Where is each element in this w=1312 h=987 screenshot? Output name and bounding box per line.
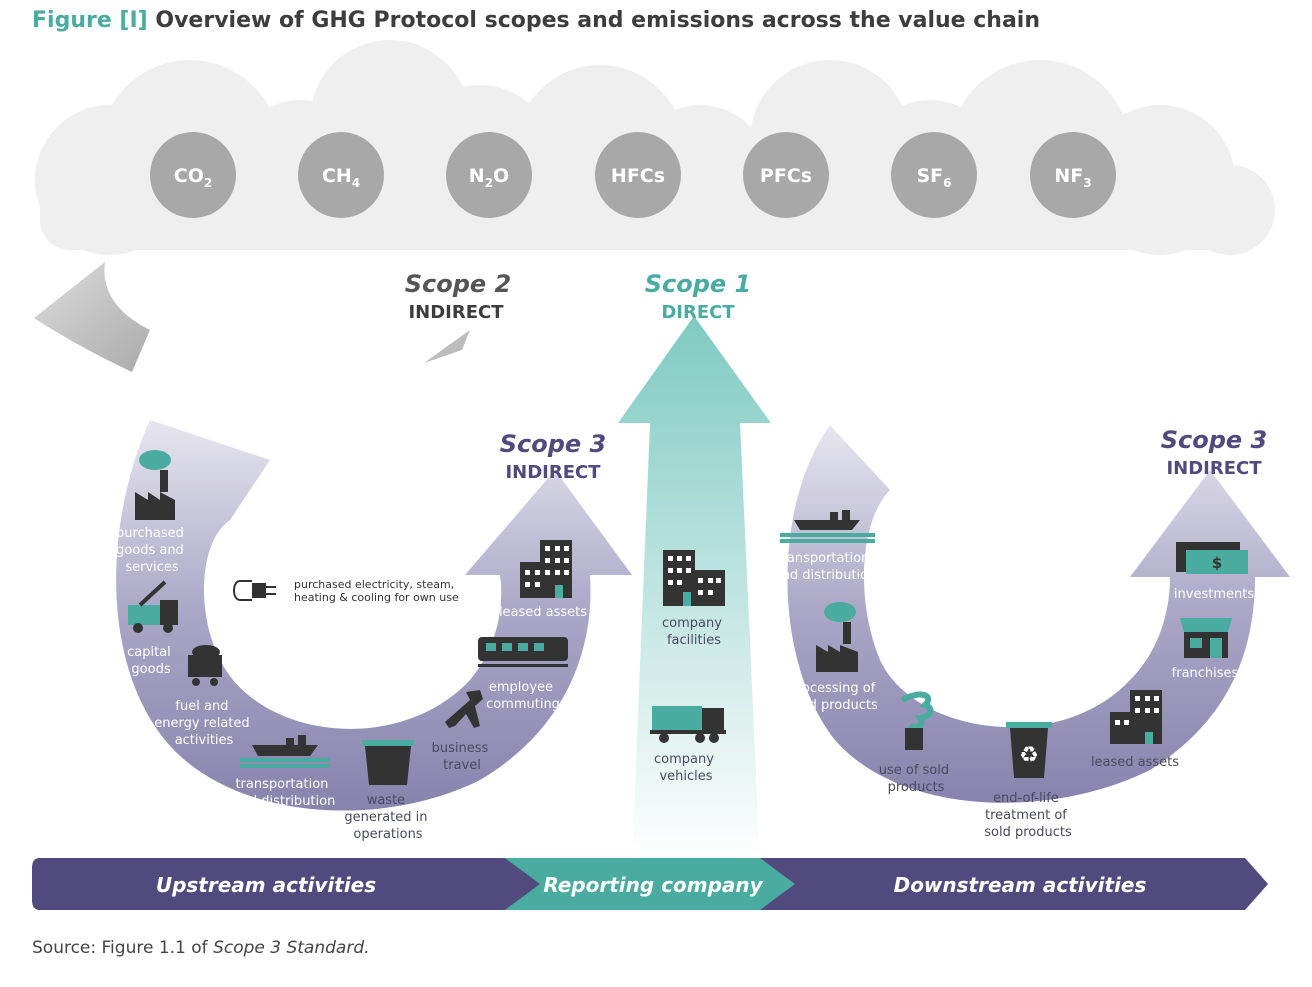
factory-icon: [135, 450, 175, 520]
reporting-company-band: [505, 858, 795, 910]
scope3-downstream-subtitle: INDIRECT: [1166, 458, 1262, 479]
plug-icon: [233, 580, 276, 601]
dollar-icon: $: [1212, 554, 1222, 572]
scope1-title: Scope 1: [645, 270, 752, 298]
source-title: Scope 3 Standard.: [213, 938, 370, 958]
gas-label-sf6: SF6: [916, 165, 951, 190]
recycle-bin-icon: ♻: [1006, 722, 1052, 778]
waste-label: waste generated in operations: [344, 793, 431, 842]
company-truck-icon: [650, 706, 726, 743]
gas-label-n2o: N2O: [469, 165, 509, 190]
upstream-loop: [116, 420, 632, 811]
scope3-downstream-label: Scope 3 INDIRECT: [1161, 426, 1268, 479]
use-of-sold-products-label: use of sold products: [879, 763, 954, 795]
crane-truck-icon: [128, 580, 178, 633]
gas-circles: CO2 CH4 N2O HFCs PFCs SF6 NF3: [150, 132, 1116, 218]
leased-building-icon: [1110, 690, 1162, 744]
fuel-energy-label: fuel and energy related activities: [154, 699, 254, 748]
gas-label-hfcs: HFCs: [611, 165, 665, 187]
purchased-goods-label: purchased goods and services: [116, 526, 188, 575]
processing-factory-icon: [816, 602, 858, 672]
capital-goods-label: capital goods: [127, 645, 175, 677]
ship-icon: [240, 735, 330, 768]
gas-circle-nf3: [1030, 132, 1116, 218]
waste-container-icon: [362, 740, 414, 785]
downstream-ship-icon: [780, 510, 875, 543]
scope2-arrow: [34, 262, 470, 372]
upstream-activities-label: Upstream activities: [156, 873, 376, 897]
office-building-icon: [520, 540, 572, 598]
scope3-downstream-title: Scope 3: [1161, 426, 1268, 454]
recycle-icon: ♻: [1019, 743, 1039, 768]
figure-title-text: Overview of GHG Protocol scopes and emis…: [155, 8, 1041, 33]
reporting-company-label: Reporting company: [543, 873, 763, 897]
scope1-label: Scope 1 DIRECT: [645, 270, 752, 323]
scope3-upstream-label: Scope 3 INDIRECT: [500, 430, 607, 483]
figure-label: Figure [I]: [32, 8, 148, 33]
airplane-icon: [445, 690, 483, 728]
investments-label: investments: [1174, 587, 1254, 602]
scope3-upstream-subtitle: INDIRECT: [505, 462, 601, 483]
gas-label-pfcs: PFCs: [760, 165, 812, 187]
electricity-label: purchased electricity, steam, heating & …: [294, 578, 459, 604]
downstream-loop: [787, 425, 1290, 803]
money-icon: $: [1176, 542, 1248, 574]
business-travel-label: business travel: [432, 741, 493, 773]
scope2-label: Scope 2 INDIRECT: [405, 270, 512, 323]
company-facilities-icon: [663, 550, 725, 606]
processing-label: processing of sold products: [789, 681, 880, 713]
gas-circle-co2: [150, 132, 236, 218]
company-vehicles-label: company vehicles: [654, 752, 718, 784]
source-prefix: Source: Figure 1.1 of: [32, 938, 214, 958]
end-of-life-label: end-of-life treatment of sold products: [984, 791, 1072, 840]
coal-wagon-icon: [188, 645, 222, 686]
gas-circle-pfcs: [743, 132, 829, 218]
employee-commuting-label: employee commuting: [486, 680, 560, 712]
gas-circle-sf6: [891, 132, 977, 218]
upstream-transport-label: transportation and distribution: [233, 777, 336, 809]
activity-band: Upstream activities Reporting company Do…: [32, 858, 1268, 910]
gas-circle-hfcs: [595, 132, 681, 218]
scope3-upstream-title: Scope 3: [500, 430, 607, 458]
gas-label-ch4: CH4: [322, 165, 360, 190]
scope2-subtitle: INDIRECT: [408, 302, 504, 323]
downstream-transport-label: transportation and distribution: [774, 551, 877, 583]
company-facilities-label: company facilities: [662, 616, 726, 648]
franchises-label: franchises: [1172, 666, 1239, 681]
scope2-title: Scope 2: [405, 270, 512, 298]
source-note: Source: Figure 1.1 of Scope 3 Standard.: [32, 938, 370, 958]
scope1-subtitle: DIRECT: [661, 302, 735, 323]
light-bulb-icon: [900, 691, 934, 750]
storefront-icon: [1180, 618, 1232, 658]
train-icon: [478, 637, 568, 667]
gas-circle-ch4: [298, 132, 384, 218]
gas-label-nf3: NF3: [1054, 165, 1091, 190]
figure-title: Figure [I] Overview of GHG Protocol scop…: [32, 8, 1040, 33]
downstream-leased-assets-label: leased assets: [1091, 755, 1179, 770]
upstream-leased-assets-label: leased assets: [499, 605, 587, 620]
gas-label-co2: CO2: [174, 165, 212, 190]
downstream-activities-label: Downstream activities: [894, 873, 1147, 897]
gas-circle-n2o: [446, 132, 532, 218]
